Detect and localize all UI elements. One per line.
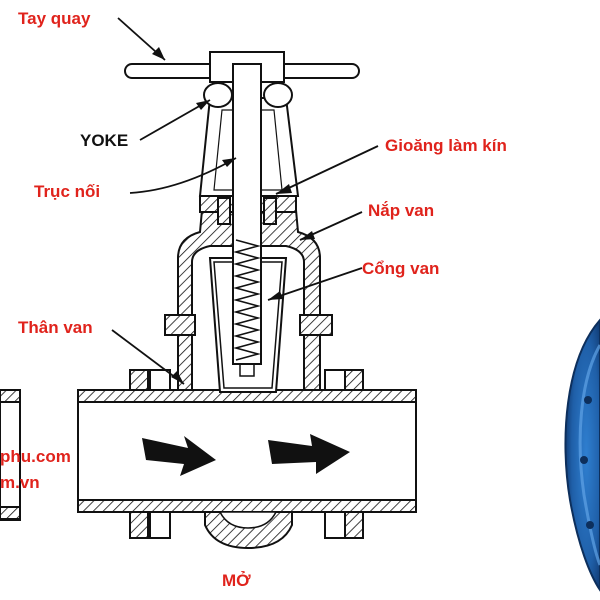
flow-arrow-left (142, 436, 216, 476)
label-body: Thân van (18, 318, 93, 337)
label-state: MỞ (222, 571, 251, 590)
label-packing: Gioăng làm kín (385, 136, 507, 155)
flow-arrow-right (268, 434, 350, 474)
label-gate: Cổng van (362, 259, 439, 278)
stem (217, 63, 277, 365)
label-handwheel: Tay quay (18, 9, 91, 28)
watermark-line-2: m.vn (0, 473, 40, 492)
left-pipe-fragment (0, 389, 21, 521)
label-yoke: YOKE (80, 131, 128, 150)
stem-thread (232, 239, 262, 361)
blue-valve-photo (564, 318, 600, 592)
leader-lines (111, 17, 379, 385)
label-stem: Trục nối (34, 182, 100, 201)
valve-body (77, 369, 417, 550)
watermark-line-1: phu.com (0, 447, 71, 466)
label-bonnet: Nắp van (368, 201, 434, 220)
